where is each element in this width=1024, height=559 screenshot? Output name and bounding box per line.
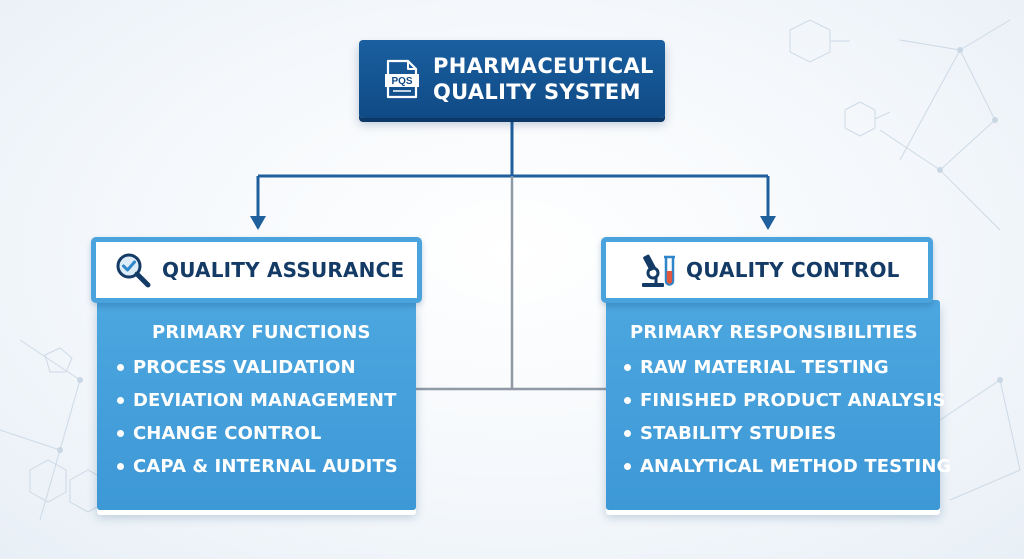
list-item: CHANGE CONTROL <box>117 417 416 450</box>
qa-item-list: PROCESS VALIDATION DEVIATION MANAGEMENT … <box>117 351 416 483</box>
qa-heading: PRIMARY FUNCTIONS <box>152 322 371 343</box>
pqs-icon-label: PQS <box>391 76 412 87</box>
list-item: PROCESS VALIDATION <box>117 351 416 384</box>
microscope-test-tube-icon <box>642 254 675 287</box>
quality-assurance-title: QUALITY ASSURANCE <box>162 258 405 282</box>
list-item: DEVIATION MANAGEMENT <box>117 384 416 417</box>
quality-control-title: QUALITY CONTROL <box>686 258 900 282</box>
root-title: PHARMACEUTICAL QUALITY SYSTEM <box>433 53 654 105</box>
quality-control-header: QUALITY CONTROL <box>601 237 933 303</box>
qc-item-list: RAW MATERIAL TESTING FINISHED PRODUCT AN… <box>624 351 951 483</box>
list-item: FINISHED PRODUCT ANALYSIS <box>624 384 946 417</box>
list-item: STABILITY STUDIES <box>624 417 940 450</box>
quality-control-panel: PRIMARY RESPONSIBILITIES RAW MATERIAL TE… <box>606 300 951 510</box>
quality-assurance-header: QUALITY ASSURANCE <box>91 237 422 303</box>
quality-assurance-panel: PRIMARY FUNCTIONS PROCESS VALIDATION DEV… <box>97 300 416 510</box>
arrow-left-head <box>250 216 266 230</box>
root-node-pharmaceutical-quality-system: PQS PHARMACEUTICAL QUALITY SYSTEM <box>359 40 665 118</box>
list-item: CAPA & INTERNAL AUDITS <box>117 450 416 483</box>
arrow-right-head <box>760 216 776 230</box>
list-item: RAW MATERIAL TESTING <box>624 351 940 384</box>
root-title-line1: PHARMACEUTICAL <box>433 54 654 78</box>
qc-heading: PRIMARY RESPONSIBILITIES <box>630 322 918 343</box>
root-title-line2: QUALITY SYSTEM <box>433 80 641 104</box>
document-pqs-icon: PQS <box>385 59 419 99</box>
list-item: ANALYTICAL METHOD TESTING <box>624 450 951 483</box>
magnifier-check-icon <box>116 253 151 288</box>
